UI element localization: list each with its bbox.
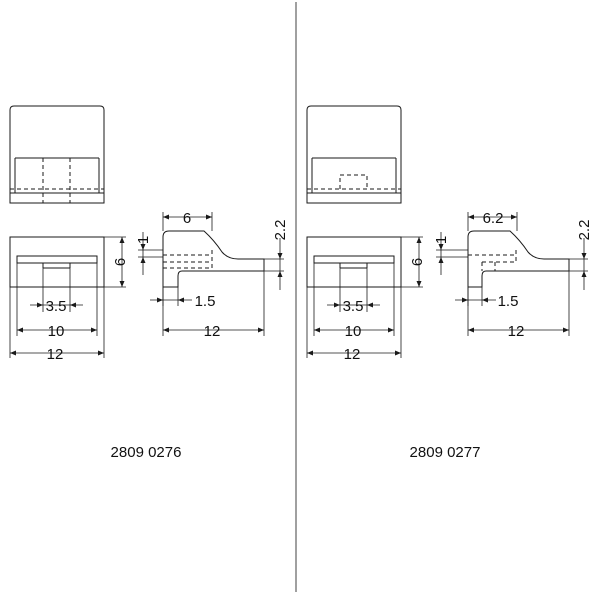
right-dim-side-length: 12	[508, 323, 525, 340]
left-dim-outer-width: 12	[47, 346, 64, 363]
right-part-number: 2809 0277	[410, 444, 481, 461]
left-side-view: 6 1 2.2 1.5	[135, 210, 289, 340]
right-dim-inner-width: 10	[345, 323, 362, 340]
right-dim-lip: 1	[433, 236, 450, 244]
right-dim-tip: 2.2	[576, 220, 593, 241]
right-top-view	[306, 105, 402, 204]
left-dim-height: 6	[112, 258, 129, 266]
left-dim-slot-width: 3.5	[46, 298, 67, 315]
left-dim-lip: 1	[135, 236, 152, 244]
right-panel: 6 3.5 10 12	[306, 105, 593, 461]
left-front-view: 6 3.5 10 12	[9, 236, 129, 363]
right-dim-hook: 1.5	[498, 293, 519, 310]
left-dim-top-length: 6	[183, 210, 191, 227]
left-dim-tip: 2.2	[272, 220, 289, 241]
right-dim-slot-width: 3.5	[343, 298, 364, 315]
left-dim-side-length: 12	[204, 323, 221, 340]
left-part-number: 2809 0276	[111, 444, 182, 461]
right-dim-height: 6	[409, 258, 426, 266]
right-dim-top-length: 6.2	[483, 210, 504, 227]
left-dim-hook: 1.5	[195, 293, 216, 310]
left-panel: 6 3.5 10 12	[9, 105, 289, 461]
left-top-view	[9, 105, 105, 204]
right-side-view: 6.2 1 2.2 1.5	[433, 210, 593, 340]
right-dim-outer-width: 12	[344, 346, 361, 363]
left-dim-inner-width: 10	[48, 323, 65, 340]
right-front-view: 6 3.5 10 12	[306, 236, 426, 363]
